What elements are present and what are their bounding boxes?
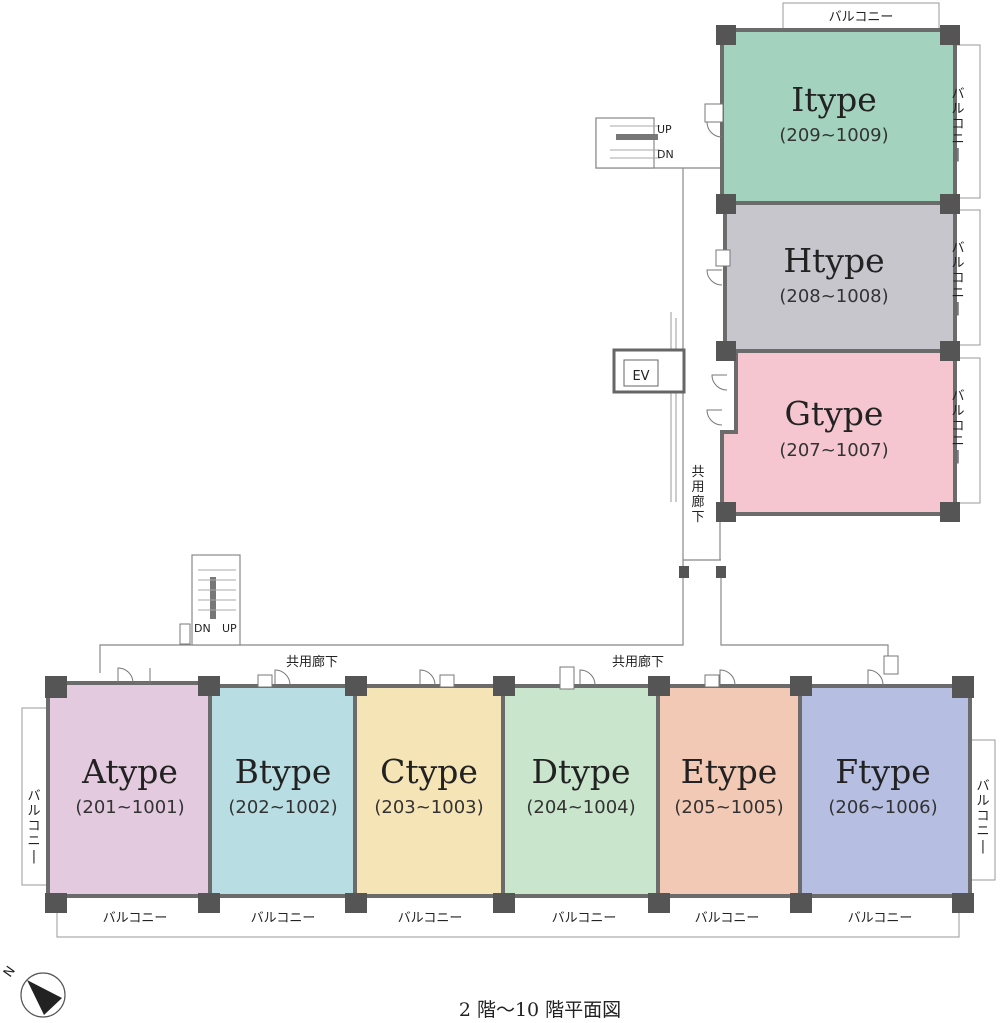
balcony-label-h-side: バルコニ| — [951, 241, 964, 316]
unit-i[interactable] — [720, 28, 957, 205]
unit-c-name: Ctype — [380, 752, 478, 791]
upper-stair: UP DN — [595, 117, 683, 169]
balcony-label-g-side: バルコニ| — [951, 389, 964, 464]
unit-h-range: (208~1008) — [779, 286, 888, 307]
unit-i-range: (209~1009) — [779, 125, 888, 146]
unit-a-range: (201~1001) — [75, 797, 184, 818]
unit-h[interactable] — [723, 201, 957, 353]
unit-e-name: Etype — [681, 752, 778, 791]
unit-b-name: Btype — [235, 752, 332, 791]
balcony-label-e: バルコニー — [695, 911, 760, 926]
unit-b[interactable] — [208, 684, 357, 898]
elevator: EV — [612, 348, 686, 394]
balcony-label-d: バルコニー — [552, 911, 617, 926]
unit-e-range: (205~1005) — [674, 797, 783, 818]
lower-stair: DN UP — [179, 554, 241, 646]
unit-c-range: (203~1003) — [374, 797, 483, 818]
balcony-label-a: バルコニー — [103, 911, 168, 926]
unit-e[interactable] — [656, 684, 802, 898]
balcony-label-top: バルコニー — [829, 10, 894, 25]
stair-up-label-lower: UP — [222, 622, 237, 635]
lower-wing — [46, 681, 972, 898]
unit-labels: Atype (201~1001) Btype (202~1002) Ctype … — [75, 80, 937, 818]
upper-wing — [720, 28, 957, 516]
ev-label: EV — [632, 369, 649, 384]
unit-a-name: Atype — [81, 752, 178, 791]
door-swings — [117, 103, 899, 690]
plan-title: 2 階〜10 階平面図 — [459, 999, 621, 1021]
unit-d-name: Dtype — [531, 752, 630, 791]
unit-d[interactable] — [501, 684, 660, 898]
unit-g-range: (207~1007) — [779, 440, 888, 461]
unit-g-name: Gtype — [785, 394, 884, 433]
balcony-label-a-side: バルコニ| — [27, 789, 40, 864]
corridor-labels: 共用廊下 共用廊下 — [286, 654, 664, 670]
unit-b-range: (202~1002) — [228, 797, 337, 818]
balcony-label-i-side: バルコニ| — [951, 87, 964, 162]
stair-up-label: UP — [657, 123, 672, 136]
unit-d-range: (204~1004) — [526, 797, 635, 818]
columns — [45, 25, 974, 913]
stair-down-label-lower: DN — [194, 622, 211, 635]
unit-f-range: (206~1006) — [828, 797, 937, 818]
stair-down-label: DN — [657, 148, 674, 161]
unit-c[interactable] — [353, 684, 505, 898]
north-label: N — [1, 964, 19, 981]
balcony-label-b: バルコニー — [251, 911, 316, 926]
unit-i-name: Itype — [791, 80, 877, 119]
balcony-label-f-side: バルコニ| — [976, 779, 989, 854]
unit-f-name: Ftype — [835, 752, 930, 791]
balcony-label-c: バルコニー — [398, 911, 463, 926]
corridor-label-left: 共用廊下 — [286, 654, 338, 670]
corridor-label-vertical: 共用廊下 — [691, 465, 704, 525]
north-arrow: N — [1, 964, 66, 1018]
unit-h-name: Htype — [783, 241, 884, 280]
balcony-label-f: バルコニー — [848, 911, 913, 926]
unit-f[interactable] — [798, 684, 972, 898]
corridor-label-right: 共用廊下 — [612, 654, 664, 670]
balcony-labels-horizontal: バルコニー バルコニー バルコニー バルコニー バルコニー バルコニー バルコニ… — [103, 10, 913, 926]
